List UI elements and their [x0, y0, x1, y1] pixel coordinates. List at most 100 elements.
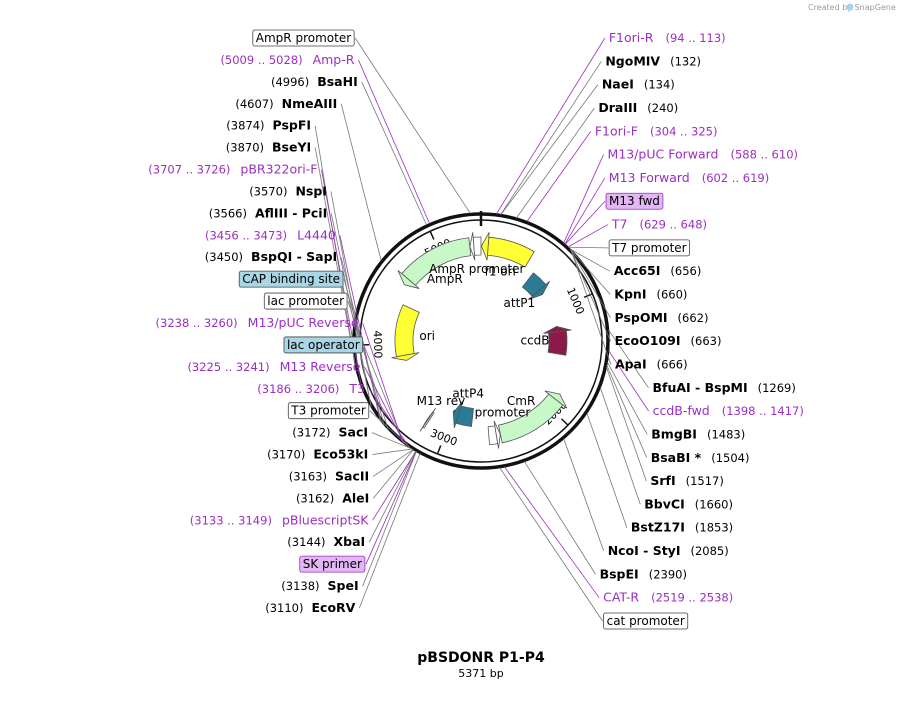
primer-range-m13-puc-forward: (588 .. 610)	[731, 148, 799, 162]
enzyme-pos-nspi: (3570)	[249, 184, 287, 198]
primer-name-amp-r: Amp-R	[313, 52, 355, 67]
primer-range-m13-reverse: (3225 .. 3241)	[187, 360, 269, 374]
enzyme-name-bspqi-sapi: BspQI - SapI	[251, 249, 337, 264]
leader-bfuai-bspmi	[608, 329, 649, 389]
label-f1ori-r: F1ori-R(94 .. 113)	[609, 30, 726, 45]
primer-name-t3: T3	[348, 381, 365, 396]
primer-name-m13-puc-reverse: M13/pUC Reverse	[248, 315, 359, 330]
leader-m13-fwd	[564, 200, 606, 245]
label-l4440: L4440(3456 .. 3473)	[205, 227, 336, 242]
feature-label-attp4: attP4	[452, 386, 484, 400]
leader-bbvci	[599, 387, 641, 505]
primer-name-m13-reverse: M13 Reverse	[280, 359, 361, 374]
label-cat-promoter: cat promoter	[603, 612, 689, 630]
leader-srfi	[605, 366, 647, 482]
label-lac-operator: lac operator	[283, 336, 364, 354]
label-amp-r: Amp-R(5009 .. 5028)	[220, 52, 354, 67]
enzyme-pos-spei: (3138)	[281, 579, 319, 593]
primer-range-m13-puc-reverse: (3238 .. 3260)	[156, 316, 238, 330]
enzyme-name-xbai: XbaI	[334, 534, 366, 549]
leader-m13-puc-forward	[563, 154, 604, 244]
label-m13-puc-reverse: M13/pUC Reverse (3238 .. 3260)	[156, 315, 359, 330]
feature-arrow-ampr	[397, 270, 420, 289]
primer-range-t7: (629 .. 648)	[640, 218, 708, 232]
leader-lac-operator	[363, 344, 405, 444]
plasmid-title-block: pBSDONR P1-P4 5371 bp	[417, 650, 545, 680]
primer-range-t3: (3186 .. 3206)	[257, 382, 339, 396]
enzyme-pos-saci: (3172)	[292, 426, 330, 440]
enzyme-name-spei: SpeI	[328, 578, 359, 593]
feature-arrow-m13-rev	[419, 407, 437, 432]
enzyme-name-ngomiv: NgoMIV	[605, 53, 660, 68]
label-xbai: XbaI (3144)	[287, 534, 365, 549]
enzyme-name-alei: AleI	[342, 490, 369, 505]
enzyme-pos-xbai: (3144)	[287, 535, 325, 549]
label-pspfi: PspFI (3874)	[226, 118, 311, 133]
label-m13-fwd: M13 fwd	[605, 192, 664, 210]
snapgene-logo-icon	[846, 3, 854, 11]
ruler-tick-5000	[429, 230, 435, 240]
leader-ccdb-fwd	[608, 350, 649, 412]
enzyme-pos-eco53ki: (3170)	[267, 448, 305, 462]
enzyme-pos-nmeaiii: (4607)	[235, 97, 273, 111]
enzyme-name-pspomi: PspOMI	[615, 310, 668, 325]
label-bmgbi: BmgBI(1483)	[651, 426, 745, 441]
leader-saci	[371, 432, 413, 450]
enzyme-pos-bspei: (2390)	[649, 567, 687, 581]
feature-label-ori: ori	[419, 329, 435, 343]
feature-ori: ori	[391, 304, 435, 361]
plasmid-size: 5371 bp	[458, 667, 503, 680]
feature-body-ampr-promoter	[472, 236, 482, 256]
label-srfi: SrfI (1517)	[650, 473, 724, 488]
leader-nmeaiii	[340, 103, 382, 261]
label-kpni: KpnI(660)	[614, 287, 687, 302]
enzyme-name-srfi: SrfI	[650, 473, 675, 488]
enzyme-pos-bmgbi: (1483)	[707, 427, 745, 441]
enzyme-pos-bbvci: (1660)	[695, 497, 733, 511]
leader-m13-puc-reverse	[362, 322, 403, 443]
label-m13-reverse: M13 Reverse (3225 .. 3241)	[187, 359, 360, 374]
label-f1ori-f: F1ori-F(304 .. 325)	[595, 123, 718, 138]
primer-range-f1ori-f: (304 .. 325)	[650, 124, 718, 138]
feature-body-ori	[394, 304, 420, 358]
label-box-lac-operator	[283, 336, 364, 354]
label-saci: SacI(3172)	[292, 425, 368, 440]
feature-arrow-cat-promoter	[493, 420, 501, 449]
feature-cmr: CmR	[498, 390, 568, 444]
label-box-t7-promoter	[608, 239, 690, 257]
label-box-cat-promoter	[603, 612, 689, 630]
enzyme-pos-bstz17i: (1853)	[695, 521, 733, 535]
leader-amp-r	[358, 59, 430, 224]
enzyme-pos-ncoi-styi: (2085)	[690, 544, 728, 558]
leader-f1ori-f	[526, 131, 592, 222]
enzyme-name-bspei: BspEI	[600, 566, 639, 581]
leader-cat-r	[504, 466, 600, 598]
snapgene-credit: Created by SnapGene	[808, 3, 896, 12]
leader-kpni	[569, 249, 611, 295]
label-t7-promoter: T7 promoter	[608, 239, 690, 257]
enzyme-pos-pspfi: (3874)	[226, 119, 264, 133]
feature-ampr: AmpR	[397, 237, 472, 289]
label-bspei: BspEI (2390)	[600, 566, 687, 581]
feature-label-cmr: CmR	[507, 394, 535, 408]
leader-ngomiv	[500, 61, 602, 215]
label-bspqi-sapi: BspQI - SapI(3450)	[205, 249, 337, 264]
feature-label-f1-ori: f1 ori	[485, 265, 516, 279]
label-ncoi-styi: NcoI - StyI(2085)	[608, 543, 729, 558]
leader-ecorv	[358, 453, 421, 609]
leader-bmgbi	[606, 361, 648, 435]
primer-name-l4440: L4440	[297, 227, 336, 242]
enzyme-pos-srfi: (1517)	[686, 474, 724, 488]
primer-name-pbr322ori-f: pBR322ori-F	[240, 162, 317, 177]
label-ecorv: EcoRV(3110)	[265, 600, 355, 615]
ruler-label-1000: 1000	[564, 286, 587, 317]
leader-draiii	[516, 107, 595, 219]
label-text-cat-promoter: cat promoter	[607, 614, 685, 628]
label-box-m13-fwd	[605, 192, 664, 210]
feature-f1-ori: f1 ori	[481, 232, 535, 279]
primer-name-m13-puc-forward: M13/pUC Forward	[608, 147, 719, 162]
enzyme-name-pspfi: PspFI	[273, 118, 312, 133]
enzyme-pos-alei: (3162)	[296, 491, 334, 505]
label-ampr-promoter: AmpR promoter	[252, 29, 355, 47]
leader-sk-primer	[365, 451, 417, 565]
